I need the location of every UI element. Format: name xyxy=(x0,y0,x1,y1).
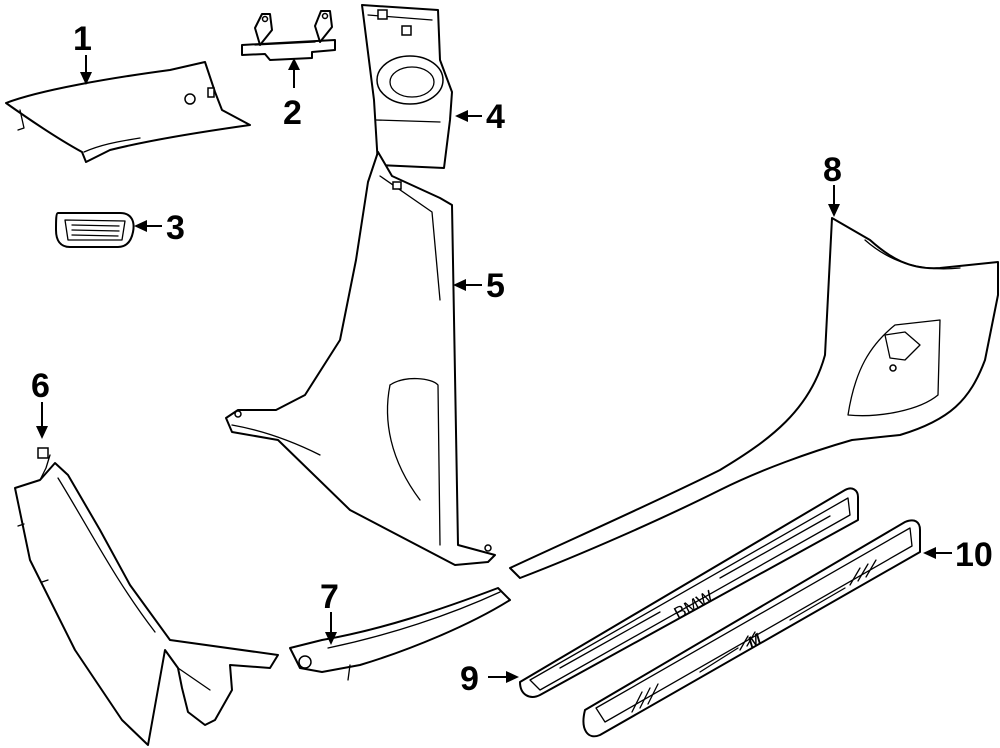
part-5-b-pillar-lower-trim[interactable] xyxy=(225,151,496,566)
part-1-a-pillar-trim[interactable] xyxy=(5,61,251,163)
m-stripes-icon xyxy=(631,559,877,713)
callout-3-label: 3 xyxy=(166,209,185,247)
callout-6-label: 6 xyxy=(31,367,50,405)
callout-2: 2 xyxy=(283,58,302,132)
callout-1: 1 xyxy=(73,20,92,85)
callout-5-label: 5 xyxy=(486,267,505,305)
callout-4: 4 xyxy=(455,98,505,136)
callout-7: 7 xyxy=(320,578,339,645)
callout-3: 3 xyxy=(134,209,185,247)
part-8-rocker-panel-trim[interactable] xyxy=(509,217,999,579)
callout-1-label: 1 xyxy=(73,20,92,58)
callout-9-label: 9 xyxy=(460,660,479,698)
callout-6: 6 xyxy=(31,367,50,439)
callout-10: 10 xyxy=(923,536,993,574)
part-7-wheel-arch-trim[interactable] xyxy=(289,587,511,681)
callout-4-label: 4 xyxy=(486,98,505,136)
callout-8-label: 8 xyxy=(823,151,842,189)
callout-10-label: 10 xyxy=(955,536,993,574)
part-10-m-sill-plate[interactable]: M xyxy=(582,519,921,738)
part-4-b-pillar-upper-trim[interactable] xyxy=(361,4,453,169)
part-9-bmw-sill-plate[interactable]: BMW xyxy=(519,487,859,698)
part-2-bracket[interactable] xyxy=(241,10,336,61)
callout-2-label: 2 xyxy=(283,94,302,132)
callout-8: 8 xyxy=(823,151,842,217)
part-3-vent-grille[interactable] xyxy=(55,212,135,248)
callout-7-label: 7 xyxy=(320,578,339,616)
callout-9: 9 xyxy=(460,660,519,698)
callout-5: 5 xyxy=(453,267,505,305)
part-6-pillar-trim-left[interactable] xyxy=(14,447,279,746)
